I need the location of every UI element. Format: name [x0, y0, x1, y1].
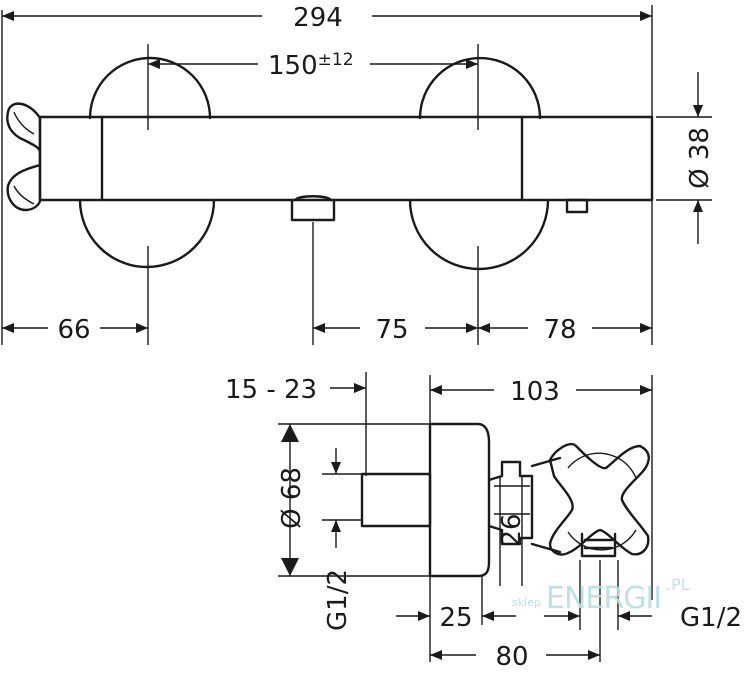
- dim-depth-25: 25: [439, 603, 472, 633]
- front-view: 294 150±12 Ø 38 66 75 78: [1, 3, 715, 345]
- spindle-hub: [487, 460, 534, 546]
- dim-connector-range: 15 - 23: [225, 375, 317, 405]
- dim-thread-left: G1/2: [323, 569, 353, 631]
- small-fitting: [565, 198, 589, 214]
- dim-outlet-offset: 75: [375, 315, 408, 345]
- left-handle: [6, 102, 42, 212]
- bottom-outlet: [580, 532, 617, 558]
- connector-pipe: [360, 472, 432, 528]
- mixer-body-side: [530, 456, 562, 554]
- watermark-suffix: .PL: [666, 575, 690, 594]
- dim-flange-diameter: Ø 68: [277, 467, 307, 529]
- dim-right-offset: 78: [543, 315, 576, 345]
- watermark: sklep ENERGII .PL: [512, 575, 690, 616]
- mixer-body: [38, 115, 654, 202]
- dim-left-offset: 66: [57, 315, 90, 345]
- dim-body-diameter: Ø 38: [685, 127, 715, 189]
- dim-thread-right: G1/2: [680, 603, 742, 633]
- side-view: 15 - 23 103 Ø 68 G1/2 26 25 G1: [225, 372, 742, 672]
- dim-depth-total: 103: [510, 377, 560, 407]
- dim-depth-80: 80: [495, 642, 528, 672]
- cross-handle: [548, 443, 650, 556]
- dim-overall-length: 294: [293, 3, 343, 33]
- dim-center-distance: 150±12: [268, 50, 354, 81]
- right-flange: [408, 56, 550, 271]
- dim-outlet-diameter: 26: [497, 513, 527, 546]
- side-flange: [428, 422, 491, 578]
- left-flange: [78, 56, 216, 269]
- watermark-brand: ENERGII: [546, 581, 661, 616]
- watermark-prefix: sklep: [512, 596, 541, 609]
- outlet-spout: [290, 195, 336, 222]
